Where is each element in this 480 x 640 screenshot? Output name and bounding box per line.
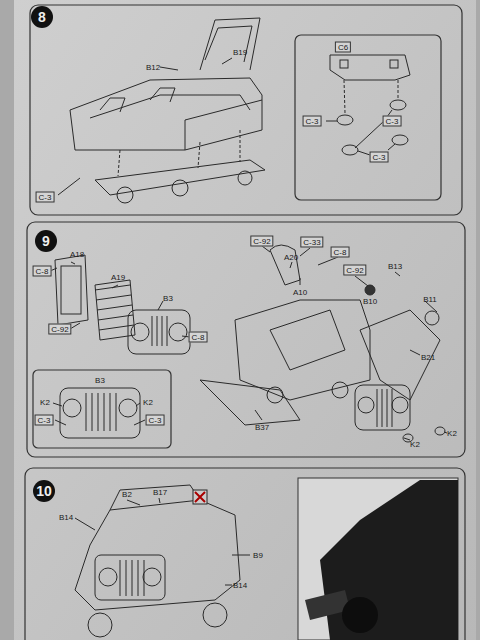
step-number-text: 10 [36,483,52,499]
callout-label: A20 [283,253,299,262]
callout-label: B19 [232,48,248,57]
callout-label: B17 [152,488,168,497]
callout-label: C-3 [383,116,402,127]
callout-label: C6 [335,42,351,53]
callout-label: B37 [254,423,270,432]
callout-label: C-3 [36,192,55,203]
callout-label: K2 [142,398,154,407]
callout-label: C-3 [146,415,165,426]
callout-label: C-33 [300,237,323,248]
callout-label: C-3 [303,116,322,127]
callout-label: A18 [69,250,85,259]
callout-label: C-8 [331,247,350,258]
callout-label: B21 [420,353,436,362]
step-number-text: 9 [42,233,50,249]
callout-label: B11 [422,295,438,304]
callout-label: C-92 [343,265,366,276]
callout-label: C-3 [370,152,389,163]
step-number: 8 [31,6,53,28]
step-number: 10 [33,480,55,502]
callout-label: C-92 [250,236,273,247]
callout-label: C-3 [35,415,54,426]
callout-label: B9 [252,551,264,560]
step-number: 9 [35,230,57,252]
callout-label: C-8 [33,266,52,277]
callout-label: C-8 [189,332,208,343]
callout-label: K2 [39,398,51,407]
callout-label: B2 [121,490,133,499]
callout-label: B13 [387,262,403,271]
callout-label: B14 [232,581,248,590]
callout-label: B12 [145,63,161,72]
callout-label: B14 [58,513,74,522]
callout-label: B10 [362,297,378,306]
callout-label: C-92 [48,324,71,335]
callout-label: A19 [110,273,126,282]
callout-label: B3 [94,376,106,385]
step-number-text: 8 [38,9,46,25]
callout-label: A10 [292,288,308,297]
callout-label: K2 [446,429,458,438]
callout-label: K2 [409,440,421,449]
callout-label: B3 [162,294,174,303]
